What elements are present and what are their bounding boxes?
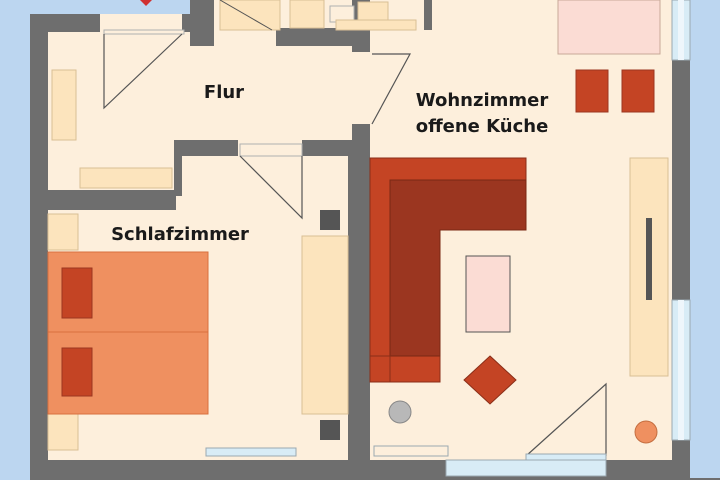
inner-wall <box>174 140 238 156</box>
inner-wall <box>276 28 354 46</box>
inner-wall <box>424 0 432 30</box>
door-flur-wohnzimmer <box>352 52 372 124</box>
room-wohnzimmer-top <box>430 0 470 30</box>
floor-lamp-orange <box>634 420 658 444</box>
bedroom-window <box>205 447 297 457</box>
inner-wall <box>174 156 182 196</box>
bath-shelf <box>335 19 417 31</box>
room-schlafzimmer-entry <box>176 156 354 216</box>
living-window <box>445 459 607 477</box>
inner-wall <box>190 0 214 46</box>
balcony-door-swing <box>525 382 607 457</box>
column-top <box>320 210 340 230</box>
right-window-bottom-glass <box>678 300 684 440</box>
room-bad-door <box>214 28 278 46</box>
label-flur: Flur <box>204 82 244 103</box>
ground-line <box>30 478 720 480</box>
nightstand-bottom <box>47 413 79 451</box>
living-door-swing <box>371 53 412 125</box>
shoe-cabinet <box>79 167 173 189</box>
inner-wall <box>302 140 354 156</box>
chair-left <box>575 69 609 113</box>
wardrobe <box>51 69 77 141</box>
right-window-top-glass <box>678 0 684 60</box>
toilet <box>289 0 325 29</box>
entrance-door <box>103 29 185 35</box>
bedroom-wardrobe <box>301 235 349 415</box>
kitchen-counter <box>557 0 661 55</box>
label-schlafzimmer: Schlafzimmer <box>111 224 249 245</box>
entrance-step <box>100 14 182 32</box>
outside-area <box>30 0 190 14</box>
chair-right <box>621 69 655 113</box>
coffee-table <box>465 255 511 333</box>
inner-wall <box>48 190 176 210</box>
radiator <box>373 445 449 457</box>
label-offene-kueche: offene Küche <box>416 116 549 137</box>
entrance-marker-icon <box>140 0 152 6</box>
inner-wall <box>352 124 370 154</box>
side-table <box>463 355 517 405</box>
bedroom-door <box>239 143 303 157</box>
bath-door-swing <box>219 0 273 31</box>
room-flur <box>48 32 354 156</box>
label-wohnzimmer: Wohnzimmer <box>416 90 549 111</box>
balcony-door <box>525 453 607 461</box>
tv <box>646 218 652 300</box>
entrance-door-swing <box>103 33 183 110</box>
nightstand-top <box>47 213 79 251</box>
bedroom-door-swing <box>239 155 303 220</box>
pillow-top <box>61 267 93 319</box>
sofa-armrest <box>369 355 391 383</box>
column-bottom <box>320 420 340 440</box>
pillow-bottom <box>61 347 93 397</box>
bath-cabinet <box>219 0 281 31</box>
inner-wall <box>348 150 370 460</box>
floor-lamp-grey <box>388 400 412 424</box>
